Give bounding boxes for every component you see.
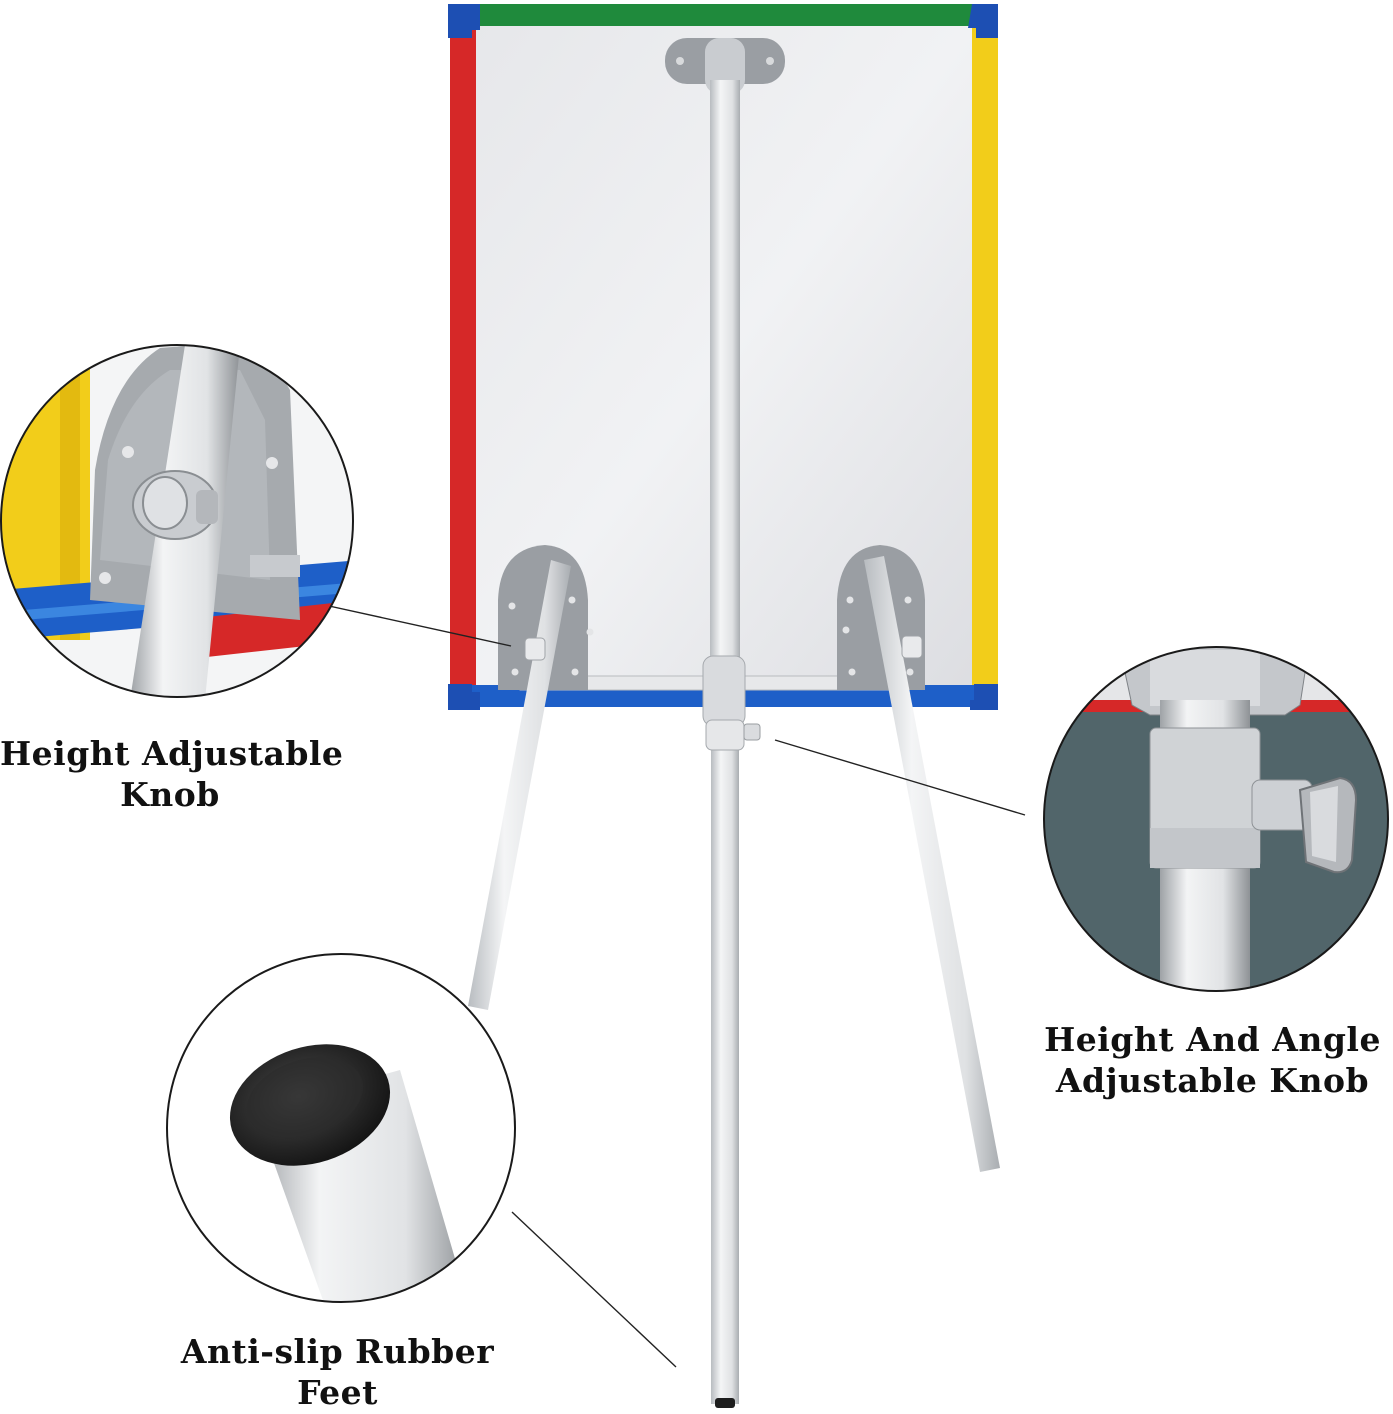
callout-lines [319,603,1026,1368]
callout-label-line: Adjustable Knob [1055,1061,1370,1100]
callout-label-angle-knob: Height And Angle Adjustable Knob [1040,1019,1385,1101]
callout-label-line: Height And Angle [1044,1020,1381,1059]
easel-legs [468,556,1000,1408]
callout-label-line: Height Adjustable [0,734,344,773]
frame-top-green [470,4,980,26]
frame-left-red [450,20,476,692]
callout-label-line: Anti-slip Rubber [180,1332,495,1371]
callout-label-height-knob: Height Adjustable Knob [0,733,344,815]
whiteboard [448,4,998,710]
detail-circle-rubber-feet [166,953,516,1303]
detail-circle-angle-knob [1043,646,1389,992]
frame-right-yellow [972,20,998,692]
callout-label-rubber-feet: Anti-slip Rubber Feet [170,1331,505,1413]
callout-label-line: Knob [120,775,220,814]
detail-circle-height-knob [0,344,354,698]
callout-label-line: Feet [297,1373,378,1412]
